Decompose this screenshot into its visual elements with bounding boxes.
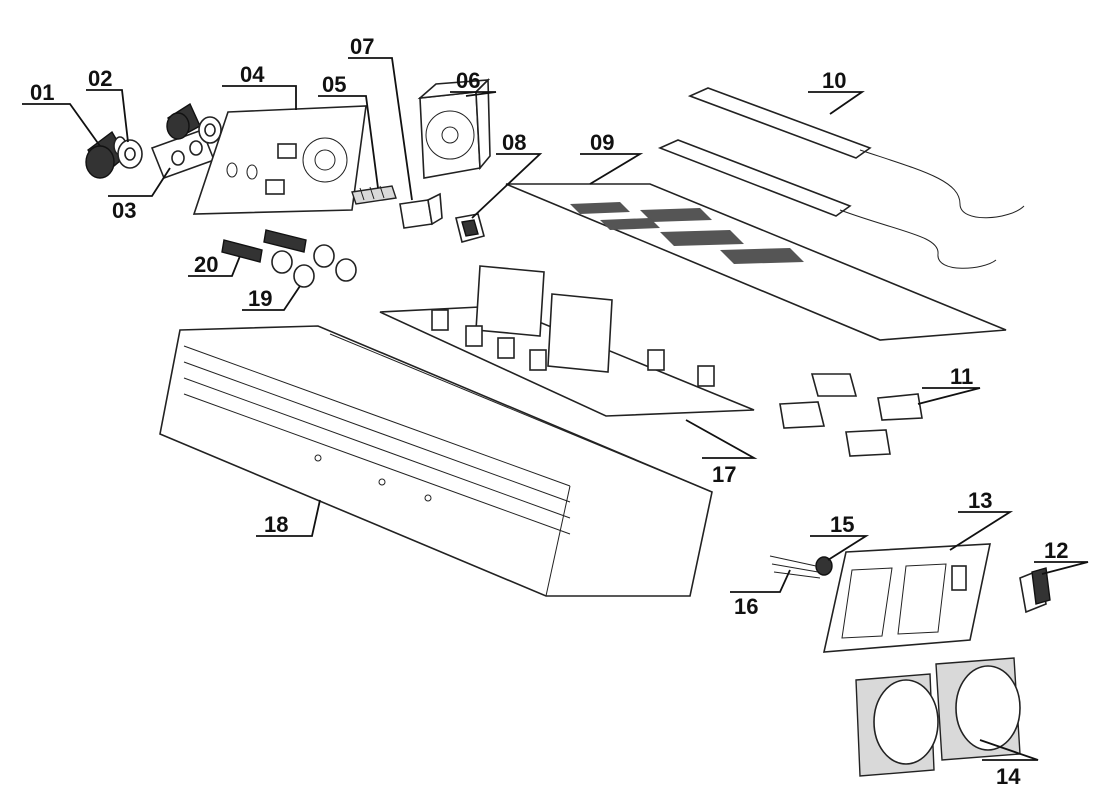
part-13-back-panel bbox=[822, 543, 991, 653]
callout-13: 13 bbox=[968, 488, 992, 513]
part-10-cable-assembly bbox=[657, 87, 1025, 269]
part-09-top-cover bbox=[505, 183, 1007, 341]
part-03-connector-plate bbox=[150, 102, 222, 180]
part-02-washer bbox=[117, 139, 143, 169]
callout-03: 03 bbox=[112, 198, 136, 223]
callout-14: 14 bbox=[996, 764, 1021, 789]
callout-19: 19 bbox=[248, 286, 272, 311]
part-18-heatsink-housing bbox=[159, 325, 713, 597]
callout-02: 02 bbox=[88, 66, 112, 91]
callout-labels: 01 02 03 04 05 06 07 08 09 10 11 12 13 1… bbox=[30, 34, 1068, 789]
part-16-wire-leads bbox=[769, 555, 821, 579]
part-06-cooling-fan bbox=[417, 78, 491, 179]
part-08-clip bbox=[455, 213, 485, 243]
callout-18: 18 bbox=[264, 512, 288, 537]
part-17-circuit-board bbox=[379, 265, 755, 417]
callout-11: 11 bbox=[950, 364, 973, 389]
callout-06: 06 bbox=[456, 68, 480, 93]
callout-01: 01 bbox=[30, 80, 54, 105]
callout-05: 05 bbox=[322, 72, 346, 97]
part-20-bolts bbox=[221, 229, 307, 263]
part-12-rocker-switch bbox=[1019, 567, 1051, 614]
callout-20: 20 bbox=[194, 252, 218, 277]
callout-07: 07 bbox=[350, 34, 374, 59]
callout-10: 10 bbox=[822, 68, 846, 93]
part-05-connector-strip bbox=[351, 185, 397, 205]
part-19-nuts bbox=[271, 244, 357, 288]
callout-09: 09 bbox=[590, 130, 614, 155]
callout-15: 15 bbox=[830, 512, 854, 537]
part-04-front-panel bbox=[192, 105, 367, 215]
leader-lines bbox=[22, 57, 1089, 761]
callout-12: 12 bbox=[1044, 538, 1068, 563]
part-07-terminal-block bbox=[399, 192, 443, 229]
part-14-sockets bbox=[855, 657, 1021, 777]
callout-17: 17 bbox=[712, 462, 736, 487]
callout-16: 16 bbox=[734, 594, 758, 619]
part-11-brackets bbox=[779, 373, 923, 457]
callout-08: 08 bbox=[502, 130, 526, 155]
callout-04: 04 bbox=[240, 62, 265, 87]
